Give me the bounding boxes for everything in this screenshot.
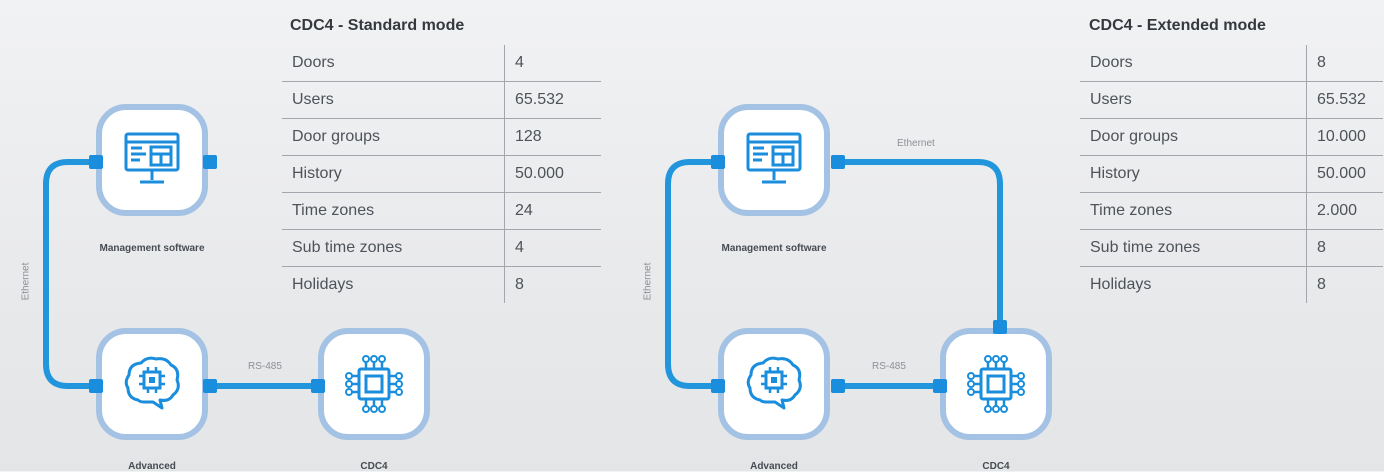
table-row: Doors 4 (282, 45, 601, 82)
connector-port (311, 379, 325, 393)
ethernet-label: Ethernet (20, 262, 32, 301)
row-label: Doors (292, 54, 335, 71)
connector-port (203, 379, 217, 393)
circuit-chip-icon (345, 355, 403, 413)
connector-port (831, 379, 845, 393)
connector-port (831, 155, 845, 169)
circuit-chip-icon (967, 355, 1025, 413)
row-value: 8 (1306, 266, 1383, 303)
node-label-advanced: Advanced (128, 461, 176, 472)
rs485-label: RS-485 (248, 361, 282, 372)
row-label: Users (282, 81, 505, 119)
row-value: 65.532 (504, 81, 601, 119)
row-label: Time zones (1080, 192, 1307, 230)
table-title: CDC4 - Standard mode (290, 17, 465, 34)
row-label: Doors (1090, 54, 1133, 71)
row-value: 8 (504, 266, 601, 303)
row-value: 24 (504, 192, 601, 230)
row-label: Holidays (282, 266, 505, 303)
rs485-label: RS-485 (872, 361, 906, 372)
ethernet-line-left (43, 159, 96, 389)
row-value: 8 (1306, 45, 1383, 82)
brain-chip-icon (124, 356, 180, 410)
row-label: History (282, 155, 505, 193)
ethernet-label-top: Ethernet (897, 138, 935, 149)
row-value: 2.000 (1306, 192, 1383, 230)
row-label: Users (1080, 81, 1307, 119)
advanced-node (718, 328, 830, 440)
computer-monitor-icon (746, 132, 802, 184)
row-label: Sub time zones (1080, 229, 1307, 267)
row-value: 50.000 (504, 155, 601, 193)
brain-chip-icon (746, 356, 802, 410)
row-value: 128 (504, 118, 601, 156)
node-label-management: Management software (721, 243, 827, 254)
management-software-node (718, 104, 830, 216)
row-label: Door groups (282, 118, 505, 156)
advanced-node (96, 328, 208, 440)
row-value: 10.000 (1306, 118, 1383, 156)
computer-monitor-icon (124, 132, 180, 184)
node-label-advanced: Advanced (750, 461, 798, 472)
table-title: CDC4 - Extended mode (1089, 17, 1266, 34)
connector-port (711, 379, 725, 393)
node-label-cdc4: CDC4 (982, 461, 1010, 472)
table-row: Doors 8 (1080, 45, 1383, 82)
connector-port (89, 155, 103, 169)
ethernet-line-right-side (665, 159, 718, 389)
connector-port (711, 155, 725, 169)
ethernet-line-right-top (838, 159, 1003, 326)
row-value: 50.000 (1306, 155, 1383, 193)
management-software-node (96, 104, 208, 216)
row-value: 4 (504, 45, 601, 82)
row-label: Time zones (282, 192, 505, 230)
connector-port (933, 379, 947, 393)
node-label-management: Management software (99, 243, 205, 254)
node-label-cdc4: CDC4 (360, 461, 388, 472)
connector-port (993, 320, 1007, 334)
cdc4-node (940, 328, 1052, 440)
row-label: History (1080, 155, 1307, 193)
row-label: Sub time zones (282, 229, 505, 267)
row-label: Door groups (1080, 118, 1307, 156)
row-value: 8 (1306, 229, 1383, 267)
row-label: Holidays (1080, 266, 1307, 303)
row-value: 65.532 (1306, 81, 1383, 119)
cdc4-node (318, 328, 430, 440)
connector-port (203, 155, 217, 169)
connector-port (89, 379, 103, 393)
row-value: 4 (504, 229, 601, 267)
ethernet-label: Ethernet (642, 262, 654, 301)
